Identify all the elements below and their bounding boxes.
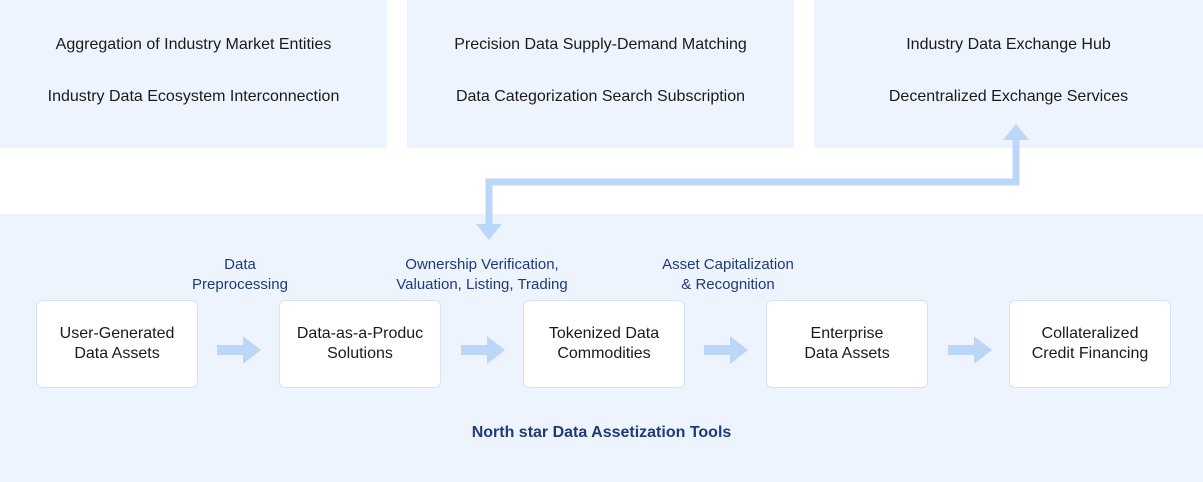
panel-line: Precision Data Supply-Demand Matching <box>454 36 747 53</box>
right-arrow-icon <box>948 336 992 364</box>
transition-label-preprocessing: Data Preprocessing <box>192 256 288 293</box>
panel-line: Industry Data Exchange Hub <box>906 36 1111 53</box>
top-panel-matching: Precision Data Supply-Demand Matching Da… <box>407 0 794 148</box>
transition-label-ownership: Ownership Verification, Valuation, Listi… <box>396 256 568 293</box>
transition-label-capitalization: Asset Capitalization & Recognition <box>662 256 794 293</box>
right-arrow-icon <box>704 336 748 364</box>
panel-line: Industry Data Ecosystem Interconnection <box>47 88 340 105</box>
panel-line: Aggregation of Industry Market Entities <box>55 36 332 53</box>
top-panel-entities: Aggregation of Industry Market Entities … <box>0 0 387 148</box>
connector-path <box>485 140 1020 224</box>
panel-line: Data Categorization Search Subscription <box>455 88 746 105</box>
assetization-tools-title: North star Data Assetization Tools <box>471 424 732 441</box>
right-arrow-icon <box>461 336 505 364</box>
panel-line: Decentralized Exchange Services <box>888 88 1129 105</box>
right-arrow-icon <box>217 336 261 364</box>
top-panel-exchange: Industry Data Exchange Hub Decentralized… <box>814 0 1203 148</box>
